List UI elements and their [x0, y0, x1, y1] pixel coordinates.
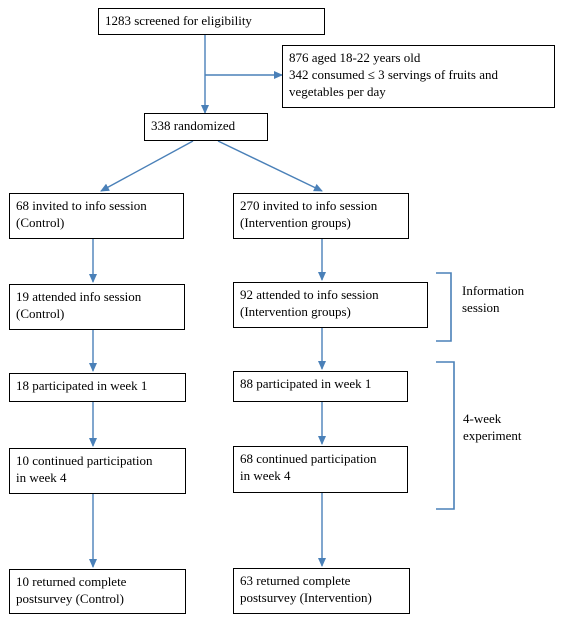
box-intervention-week4: 68 continued participation in week 4	[233, 446, 408, 493]
box-control-attended: 19 attended info session (Control)	[9, 284, 185, 330]
bracket-experiment	[436, 361, 455, 510]
label-info-session: Information session	[462, 283, 525, 315]
box-intervention-invited: 270 invited to info session (Interventio…	[233, 193, 409, 239]
label-experiment: 4-week experiment	[463, 411, 522, 443]
box-control-postsurvey: 10 returned complete postsurvey (Control…	[9, 569, 186, 614]
arrow-randomized-to-intervention	[217, 140, 323, 192]
box-intervention-postsurvey: 63 returned complete postsurvey (Interve…	[233, 568, 410, 614]
box-randomized: 338 randomized	[144, 113, 268, 141]
box-control-week4: 10 continued participation in week 4	[9, 448, 186, 494]
box-excluded: 876 aged 18-22 years old 342 consumed ≤ …	[282, 45, 555, 108]
box-intervention-week1: 88 participated in week 1	[233, 371, 408, 402]
box-screened: 1283 screened for eligibility	[98, 8, 325, 35]
box-intervention-attended: 92 attended to info session (Interventio…	[233, 282, 428, 328]
bracket-info-session	[436, 272, 452, 342]
box-control-invited: 68 invited to info session (Control)	[9, 193, 184, 239]
box-control-week1: 18 participated in week 1	[9, 373, 186, 402]
arrow-randomized-to-control	[100, 140, 194, 192]
